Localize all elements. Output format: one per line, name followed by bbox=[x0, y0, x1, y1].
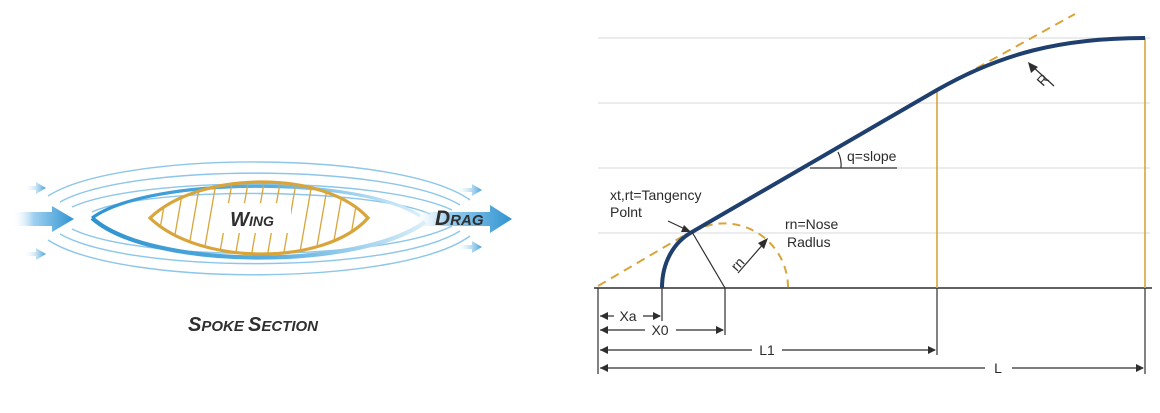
nose-radius-line bbox=[691, 231, 726, 289]
r-label: R bbox=[1033, 71, 1052, 89]
outgoing-flow-arrows bbox=[412, 184, 512, 253]
lower-outflow-arrow bbox=[455, 241, 482, 253]
upper-outflow-arrow bbox=[455, 184, 482, 196]
tangency-label-line1: xt,rt=Tangency bbox=[610, 187, 701, 203]
drag-label-rest: RAG bbox=[450, 212, 484, 229]
nose-radius-label-line2: Radlus bbox=[787, 234, 831, 250]
l1-dimension-label: L1 bbox=[759, 342, 775, 358]
r-arrow bbox=[1028, 62, 1055, 87]
nose-profile-curve bbox=[660, 36, 1146, 289]
streamline bbox=[47, 161, 471, 201]
upper-boundary-flow bbox=[91, 184, 421, 220]
x0-dimension-label: X0 bbox=[651, 322, 668, 338]
ogive-tangent-dashed-line bbox=[936, 13, 1076, 91]
slope-angle-arc bbox=[837, 151, 842, 169]
wing-section: WING bbox=[147, 180, 371, 256]
spoke-section-caption: SPOKE SECTION bbox=[188, 314, 319, 336]
nose-circle-arc bbox=[691, 222, 790, 289]
incoming-flow-arrows bbox=[12, 182, 74, 260]
streamline bbox=[47, 235, 471, 276]
cone-tangent-dashed-line bbox=[597, 231, 691, 287]
wing-boundary-flow bbox=[90, 184, 427, 260]
slope-label: q=slope bbox=[847, 148, 897, 164]
gridlines bbox=[598, 37, 1150, 234]
streamline bbox=[71, 183, 453, 211]
caption-cap-1: S bbox=[188, 314, 202, 336]
caption-rest-1: POKE bbox=[201, 318, 248, 335]
wing-label: WING bbox=[230, 209, 274, 231]
lower-boundary-flow bbox=[90, 216, 427, 260]
dimension-lines bbox=[597, 288, 1146, 374]
upper-inflow-arrow bbox=[24, 182, 46, 194]
streamline bbox=[59, 230, 461, 265]
spoke-section-figure: WING DRAG SPOKE SECTION bbox=[12, 161, 512, 336]
tangency-pointer-arrow bbox=[667, 220, 691, 232]
nose-radius-label-line1: rn=Nose bbox=[785, 216, 839, 232]
drag-arrow bbox=[412, 205, 512, 233]
wing-outline bbox=[147, 180, 371, 256]
main-inflow-arrow bbox=[12, 206, 74, 232]
ogive-geometry-figure: rn R q=slope xt,rt=Tangency Polnt rn=Nos… bbox=[594, 13, 1152, 376]
drag-label: DRAG bbox=[435, 207, 484, 230]
rn-arrow bbox=[737, 238, 768, 274]
xa-dimension-label: Xa bbox=[619, 308, 636, 324]
lower-inflow-arrow bbox=[24, 248, 46, 260]
caption-cap-2: S bbox=[248, 314, 262, 336]
caption-rest-2: ECTION bbox=[261, 318, 319, 335]
streamline bbox=[59, 172, 461, 206]
wing-label-cap: W bbox=[230, 209, 251, 231]
l-dimension-label: L bbox=[994, 360, 1002, 376]
drag-label-cap: D bbox=[435, 207, 450, 230]
rn-label: rn bbox=[727, 254, 747, 274]
tangency-label-line2: Polnt bbox=[610, 204, 642, 220]
wing-label-rest: ING bbox=[249, 213, 274, 229]
